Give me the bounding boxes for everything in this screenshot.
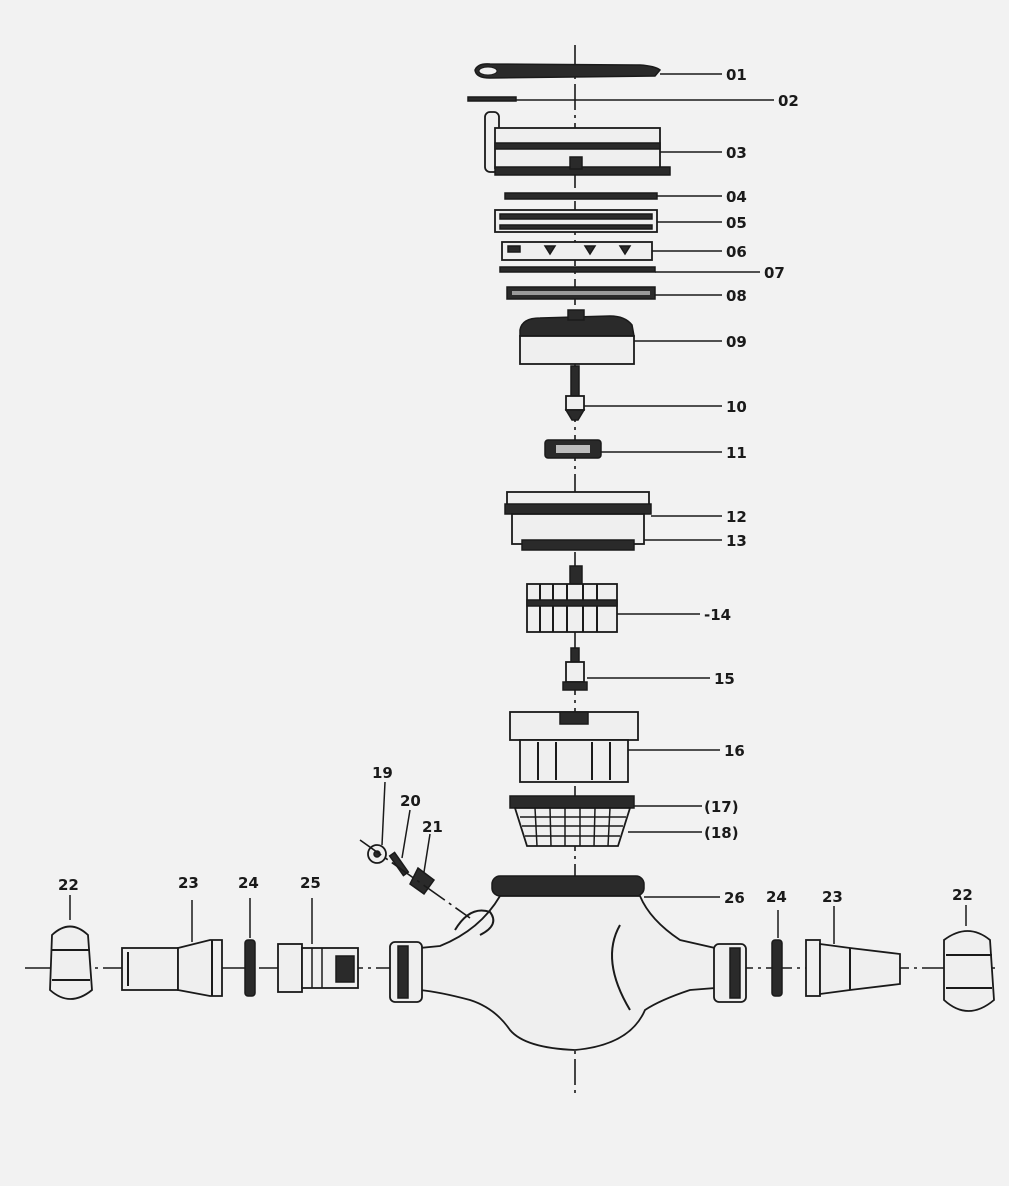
part-22-left-nut	[49, 925, 93, 1000]
label-17: (17)	[704, 798, 739, 816]
label-21: 21	[422, 818, 443, 836]
part-12-13-housing	[504, 491, 652, 551]
label-08: 08	[726, 287, 747, 305]
label-18: (18)	[704, 824, 739, 842]
leader-19	[381, 781, 386, 846]
label-02: 02	[778, 92, 799, 110]
meter-body	[389, 895, 747, 1051]
label-10: 10	[726, 398, 747, 416]
label-05: 05	[726, 214, 747, 232]
label-23b: 23	[822, 888, 843, 906]
part-14-impeller	[526, 565, 618, 633]
label-26: 26	[724, 889, 745, 907]
label-20: 20	[400, 792, 421, 810]
part-06-dial	[501, 241, 653, 261]
part-03-cover	[484, 111, 671, 176]
part-24-right-washer	[771, 939, 783, 997]
part-15-pivot	[562, 647, 588, 691]
leader-21	[423, 833, 431, 873]
part-10-shaft	[564, 365, 586, 421]
part-05-glass	[494, 209, 658, 233]
label-15: 15	[714, 670, 735, 688]
part-19-20-21-adjuster	[359, 839, 471, 919]
part-01-lid	[474, 63, 662, 79]
part-26-ring	[491, 875, 645, 897]
label-22a: 22	[58, 876, 79, 894]
part-24-left-washer	[244, 939, 256, 997]
part-07-washer	[499, 266, 656, 273]
label-19: 19	[372, 764, 393, 782]
label-11: 11	[726, 444, 747, 462]
part-02-pin	[467, 96, 517, 102]
label-25: 25	[300, 874, 321, 892]
label-16: 16	[724, 742, 745, 760]
label-04: 04	[726, 188, 747, 206]
label-01: 01	[726, 66, 747, 84]
part-17-18-strainer	[509, 795, 635, 847]
label-23a: 23	[178, 874, 199, 892]
part-11-nut	[544, 439, 602, 459]
label-24a: 24	[238, 874, 259, 892]
label-22b: 22	[952, 886, 973, 904]
part-04-gasket	[504, 192, 658, 200]
label-14: -14	[704, 606, 731, 624]
label-07: 07	[764, 264, 785, 282]
part-09-register	[519, 309, 635, 365]
label-06: 06	[726, 243, 747, 261]
part-16-chamber	[509, 711, 639, 783]
part-23-right-tailpiece	[805, 939, 901, 997]
label-12: 12	[726, 508, 747, 526]
part-08-seal	[506, 286, 656, 300]
part-22-right-nut	[943, 930, 995, 1012]
label-09: 09	[726, 333, 747, 351]
part-23-left-tailpiece	[121, 939, 223, 997]
part-25-inlet-strainer	[277, 943, 359, 993]
label-13: 13	[726, 532, 747, 550]
label-03: 03	[726, 144, 747, 162]
leader-20	[401, 809, 411, 859]
label-24b: 24	[766, 888, 787, 906]
